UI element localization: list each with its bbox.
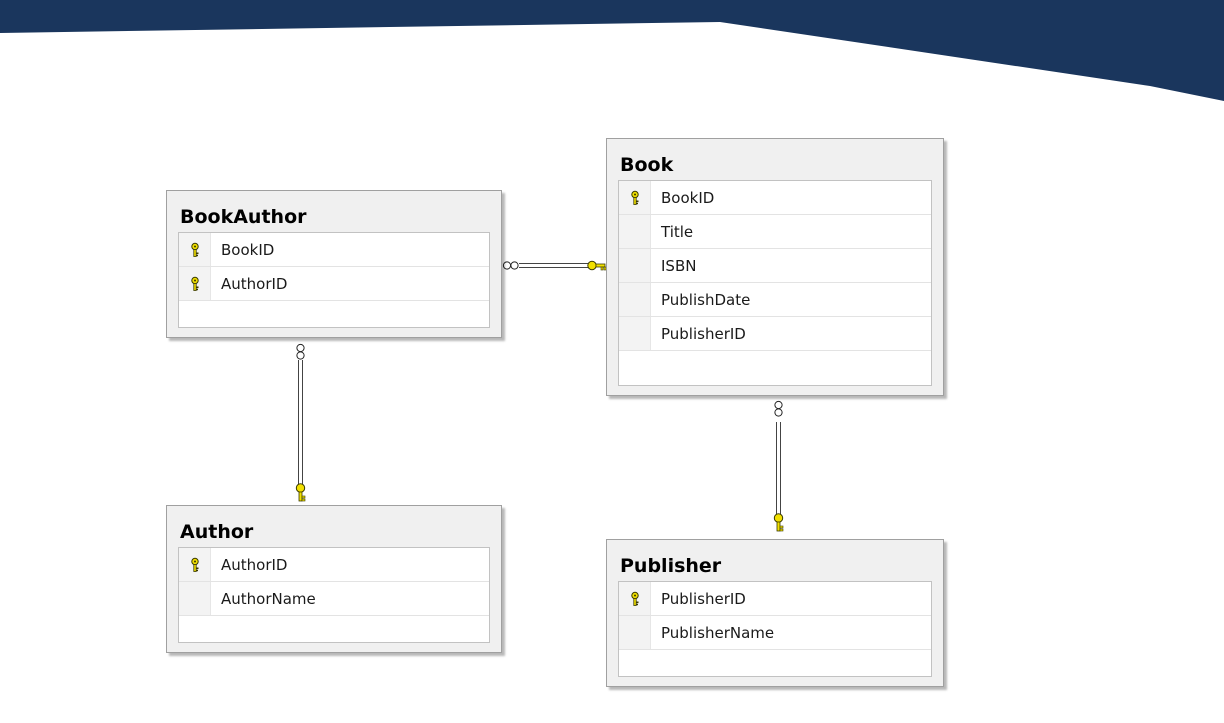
column-row[interactable]: AuthorID — [179, 548, 489, 582]
column-row[interactable]: BookID — [179, 233, 489, 267]
table-publisher[interactable]: Publisher PublisherID PublisherName — [606, 539, 944, 687]
primary-key-icon — [191, 276, 199, 291]
column-grid: BookID AuthorID — [178, 232, 490, 328]
column-row[interactable]: PublisherID — [619, 582, 931, 616]
table-title: Publisher — [620, 555, 722, 577]
primary-key-icon — [191, 242, 199, 257]
column-grid: AuthorID AuthorName — [178, 547, 490, 643]
column-row[interactable]: PublisherID — [619, 317, 931, 351]
column-row[interactable]: PublisherName — [619, 616, 931, 650]
row-selector[interactable] — [179, 582, 211, 615]
column-grid: BookID Title ISBN PublishDate PublisherI… — [618, 180, 932, 386]
column-name: PublisherName — [661, 624, 775, 642]
relationship-bookauthor-author — [295, 343, 306, 502]
many-end-infinity-icon — [296, 343, 305, 360]
primary-key-icon — [191, 557, 199, 572]
column-grid: PublisherID PublisherName — [618, 581, 932, 677]
column-row[interactable]: AuthorID — [179, 267, 489, 301]
table-title: Book — [620, 154, 674, 176]
row-selector[interactable] — [619, 616, 651, 649]
column-row[interactable]: Title — [619, 215, 931, 249]
row-selector[interactable] — [619, 317, 651, 350]
column-row[interactable]: ISBN — [619, 249, 931, 283]
column-name: ISBN — [661, 257, 697, 275]
primary-key-icon — [631, 190, 639, 205]
column-name: PublisherID — [661, 325, 746, 343]
column-row[interactable]: AuthorName — [179, 582, 489, 616]
column-name: PublisherID — [661, 590, 746, 608]
one-end-key-icon — [773, 513, 784, 532]
table-title: BookAuthor — [180, 206, 307, 228]
column-name: AuthorID — [221, 556, 288, 574]
column-name: Title — [661, 223, 694, 241]
table-bookauthor[interactable]: BookAuthor BookID AuthorID — [166, 190, 502, 338]
table-author[interactable]: Author AuthorID AuthorName — [166, 505, 502, 653]
column-name: AuthorID — [221, 275, 288, 293]
relationship-bookauthor-book — [502, 260, 607, 271]
column-name: AuthorName — [221, 590, 316, 608]
column-name: BookID — [661, 189, 715, 207]
header-banner — [0, 0, 1224, 101]
primary-key-icon — [631, 591, 639, 606]
column-row[interactable]: BookID — [619, 181, 931, 215]
column-row[interactable]: PublishDate — [619, 283, 931, 317]
one-end-key-icon — [295, 483, 306, 502]
row-selector[interactable] — [619, 215, 651, 248]
row-selector[interactable] — [619, 249, 651, 282]
relationship-book-publisher — [773, 400, 784, 532]
column-name: PublishDate — [661, 291, 751, 309]
column-name: BookID — [221, 241, 275, 259]
row-selector[interactable] — [619, 283, 651, 316]
one-end-key-icon — [587, 260, 607, 271]
table-title: Author — [180, 521, 254, 543]
many-end-infinity-icon — [502, 261, 519, 270]
many-end-infinity-icon — [774, 400, 783, 417]
table-book[interactable]: Book BookID Title ISBN PublishDate Publi… — [606, 138, 944, 396]
